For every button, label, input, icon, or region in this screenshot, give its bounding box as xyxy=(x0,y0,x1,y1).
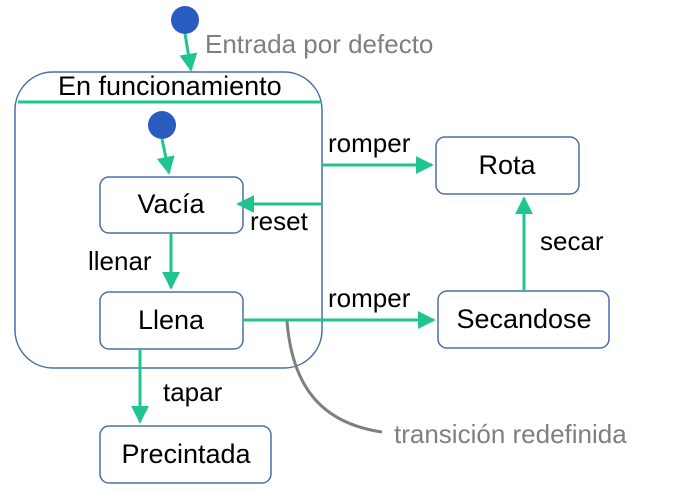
initial-node-top xyxy=(171,6,199,34)
transition-romper-bottom-label: romper xyxy=(328,283,411,313)
state-rota[interactable] xyxy=(435,136,580,195)
state-secandose-label: Secandose xyxy=(456,304,591,334)
transition-tapar-label: tapar xyxy=(163,377,223,407)
state-precintada[interactable] xyxy=(99,425,272,484)
inner-entry-arrow xyxy=(156,138,175,175)
redefined-transition-note: transición redefinida xyxy=(394,419,627,449)
default-entry-note: Entrada por defecto xyxy=(205,29,433,59)
state-rota-label: Rota xyxy=(478,150,536,180)
default-entry-arrow xyxy=(179,33,198,72)
transition-secar-label: secar xyxy=(540,226,604,256)
redefined-transition-callout-line xyxy=(285,320,383,434)
initial-node-inner xyxy=(148,111,176,139)
composite-state-title: En funcionamiento xyxy=(58,71,282,101)
transition-reset-label: reset xyxy=(250,206,309,236)
state-llena-label: Llena xyxy=(138,305,205,335)
state-precintada-label: Precintada xyxy=(121,439,251,469)
transition-romper-top-label: romper xyxy=(328,128,411,158)
state-vacia-label: Vacía xyxy=(137,189,205,219)
transition-llenar-label: llenar xyxy=(88,246,152,276)
